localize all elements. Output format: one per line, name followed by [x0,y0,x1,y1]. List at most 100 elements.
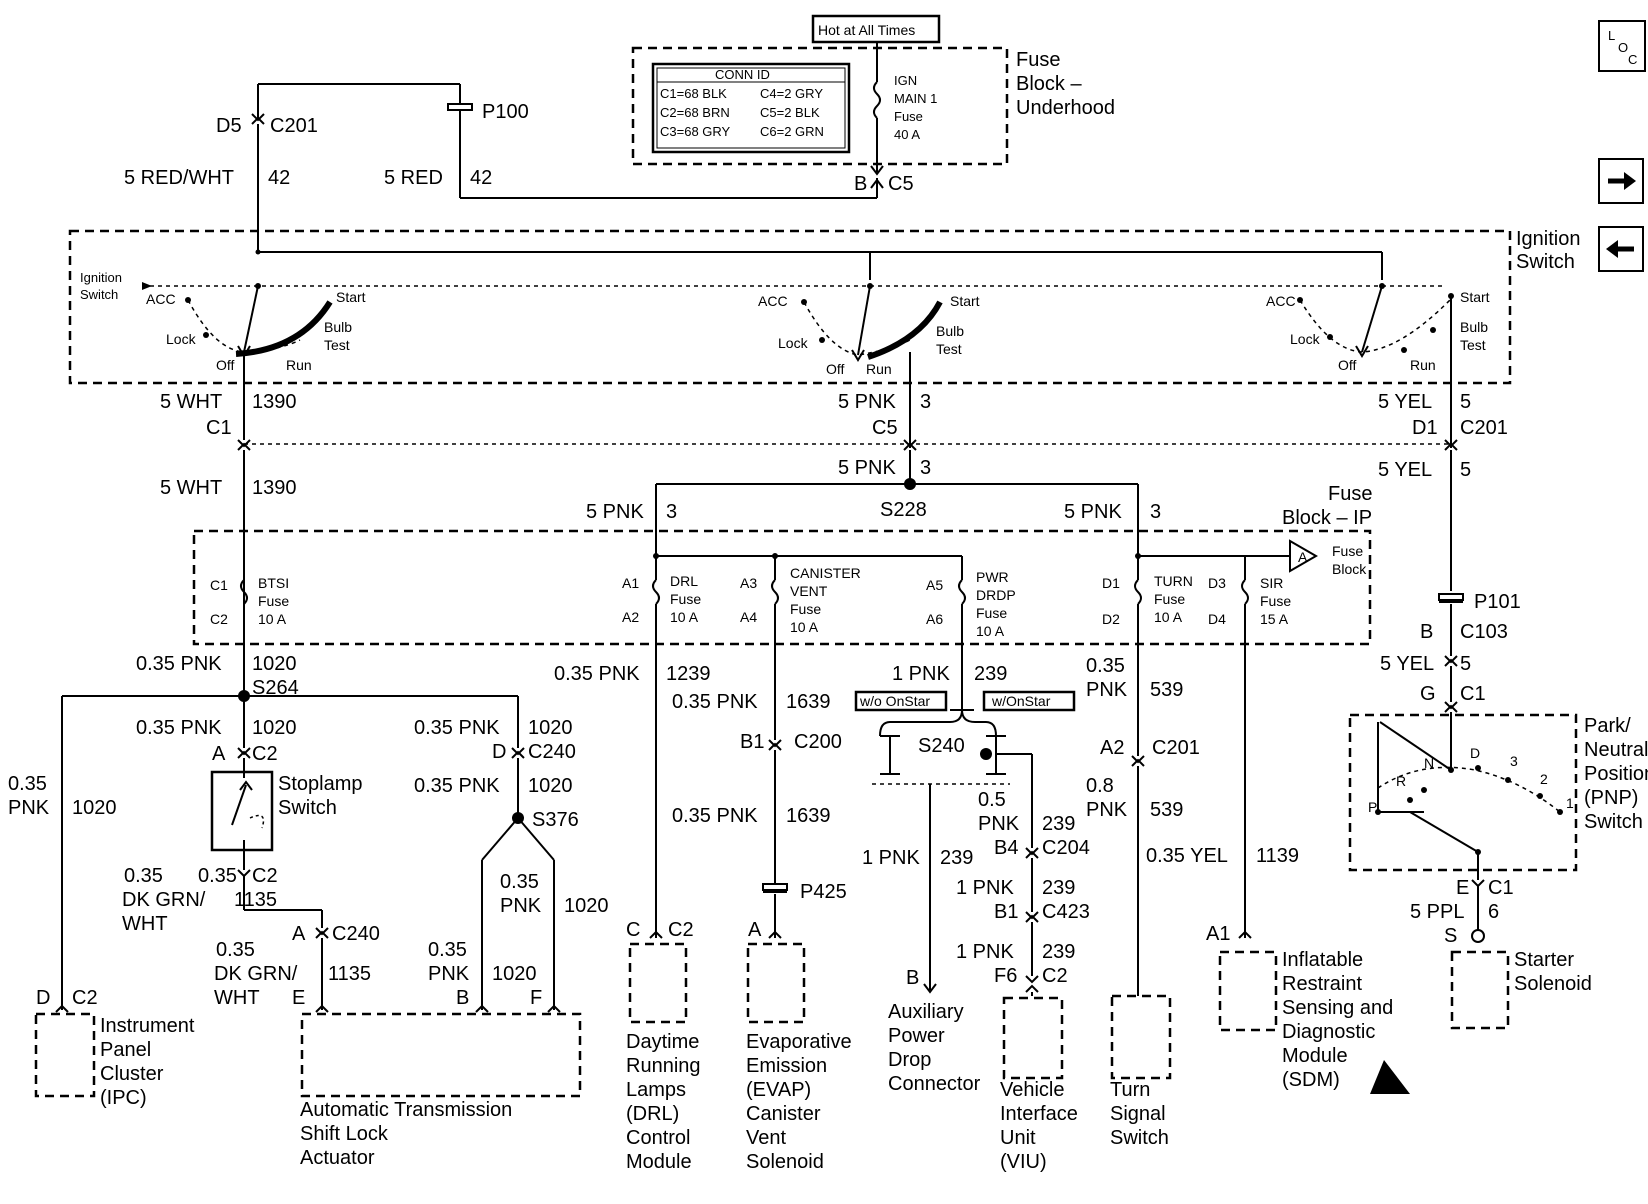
wire-red-wht: 5 RED/WHT [124,167,234,189]
sdm-l3: Sensing and [1282,997,1393,1019]
location-button[interactable]: L O C [1598,20,1646,72]
back-button[interactable] [1598,226,1644,272]
fuse-btsi-l3: 10 A [258,611,287,627]
wire-pnk1-b: 1 PNK [862,847,920,869]
wire-wht-a: 5 WHT [160,391,222,413]
drl-l6: Module [626,1151,692,1173]
fuse-sir-l2: Fuse [1260,593,1291,609]
wire-pnk035-e: 0.35 PNK [414,717,500,739]
wire-pnk035b-a: PNK [1086,679,1128,701]
ign-fuse-l2: MAIN 1 [894,91,937,106]
wire-1020-a: 1020 [252,653,297,675]
fuse-pwr-l1: PWR [976,569,1009,585]
ipc-l3: Cluster [100,1063,164,1085]
evap-l6: Solenoid [746,1151,824,1173]
conn-b-aux: B [906,967,919,989]
pos-run-1: Run [286,357,312,373]
conn-c1-pnp: C1 [1460,683,1486,705]
wire-pnk035-b: 0.35 PNK [554,663,640,685]
drl-l1: Daytime [626,1031,699,1053]
conn-p100: P100 [482,101,529,123]
wire-pnk035-d: 0.35 PNK [136,717,222,739]
conn-id-r3b: C6=2 GRN [760,124,824,139]
pos-acc-2: ACC [758,293,788,309]
fuse-sir-l1: SIR [1260,575,1283,591]
fuse-pwr-l4: 10 A [976,623,1005,639]
turn-l1: Turn [1110,1079,1150,1101]
pos-test-2: Test [936,341,962,357]
forward-button[interactable] [1598,158,1644,204]
turn-l3: Switch [1110,1127,1169,1149]
evap-l5: Vent [746,1127,786,1149]
pin-btsi-in: C1 [210,577,228,593]
pin-drl-in: A1 [622,575,639,591]
viu-l2: Interface [1000,1103,1078,1125]
wire-1390-b: 1390 [252,477,297,499]
wire-6: 6 [1488,901,1499,923]
conn-a-stop: A [212,743,226,765]
fb-underhood-l1: Fuse [1016,49,1060,71]
conn-c201-b: C201 [1460,417,1508,439]
shift-lock-l1: Automatic Transmission [300,1099,512,1121]
drl-l3: Lamps [626,1079,686,1101]
pnp-pos-1: 1 [1566,795,1574,811]
ipc-l2: Panel [100,1039,151,1061]
fb-ip-l2: Block – IP [1282,507,1372,529]
conn-a-evap: A [748,919,762,941]
stoplamp-l1: Stoplamp [278,773,363,795]
conn-g: G [1420,683,1436,705]
conn-d1: D1 [1412,417,1438,439]
pos-start-2: Start [950,293,980,309]
sdm-l1: Inflatable [1282,949,1363,971]
wire-1135-b: 1135 [328,963,371,985]
evap-l1: Evaporative [746,1031,852,1053]
loc-letter-o: O [1618,40,1629,55]
conn-c2-ipc: C2 [72,987,98,1009]
fuse-can-l4: 10 A [790,619,819,635]
viu-l3: Unit [1000,1127,1036,1149]
fb-ref-l1: Fuse [1332,543,1363,559]
wire-pnk035a-ipc: 0.35 [8,773,47,795]
pin-can-out: A4 [740,609,757,625]
sdm-l2: Restraint [1282,973,1362,995]
wire-42-b: 42 [470,167,492,189]
pos-bulb-1: Bulb [324,319,352,335]
fuse-btsi-l1: BTSI [258,575,289,591]
pos-acc-1: ACC [146,291,176,307]
starter-l2: Solenoid [1514,973,1592,995]
ign-inner-l1: Ignition [80,270,122,285]
conn-c5: C5 [872,417,898,439]
conn-c5-top: C5 [888,173,914,195]
viu-l4: (VIU) [1000,1151,1047,1173]
wire-dkgrn-b: DK GRN/ [122,889,206,911]
pin-drl-out: A2 [622,609,639,625]
wire-pnk035b-b: PNK [1086,799,1128,821]
conn-d5: D5 [216,115,242,137]
conn-c1-a: C1 [206,417,232,439]
splice-s264: S264 [252,677,299,699]
pin-turn-in: D1 [1102,575,1120,591]
pos-run-2: Run [866,361,892,377]
evap-l3: (EVAP) [746,1079,811,1101]
conn-c2-drl: C2 [668,919,694,941]
wire-pnk035-c: 0.35 PNK [672,691,758,713]
conn-b: B [854,173,867,195]
pin-pwr-out: A6 [926,611,943,627]
pos-bulb-2: Bulb [936,323,964,339]
pin-can-in: A3 [740,575,757,591]
starter-l1: Starter [1514,949,1574,971]
conn-c240-b: C240 [332,923,380,945]
wire-dkgrn-b2: DK GRN/ [214,963,298,985]
conn-id-r1b: C4=2 GRY [760,86,823,101]
fuse-btsi-l2: Fuse [258,593,289,609]
pnp-pos-p: P [1368,799,1377,815]
fb-ref-letter: A [1298,549,1308,565]
conn-a1-sdm: A1 [1206,923,1230,945]
loc-letter-c: C [1628,52,1638,67]
aux-l1: Auxiliary [888,1001,964,1023]
pos-off-1: Off [216,357,235,373]
pos-test-3: Test [1460,337,1486,353]
conn-b1-c423: B1 [994,901,1018,923]
pos-run-3: Run [1410,357,1436,373]
fuse-drl-l3: 10 A [670,609,699,625]
